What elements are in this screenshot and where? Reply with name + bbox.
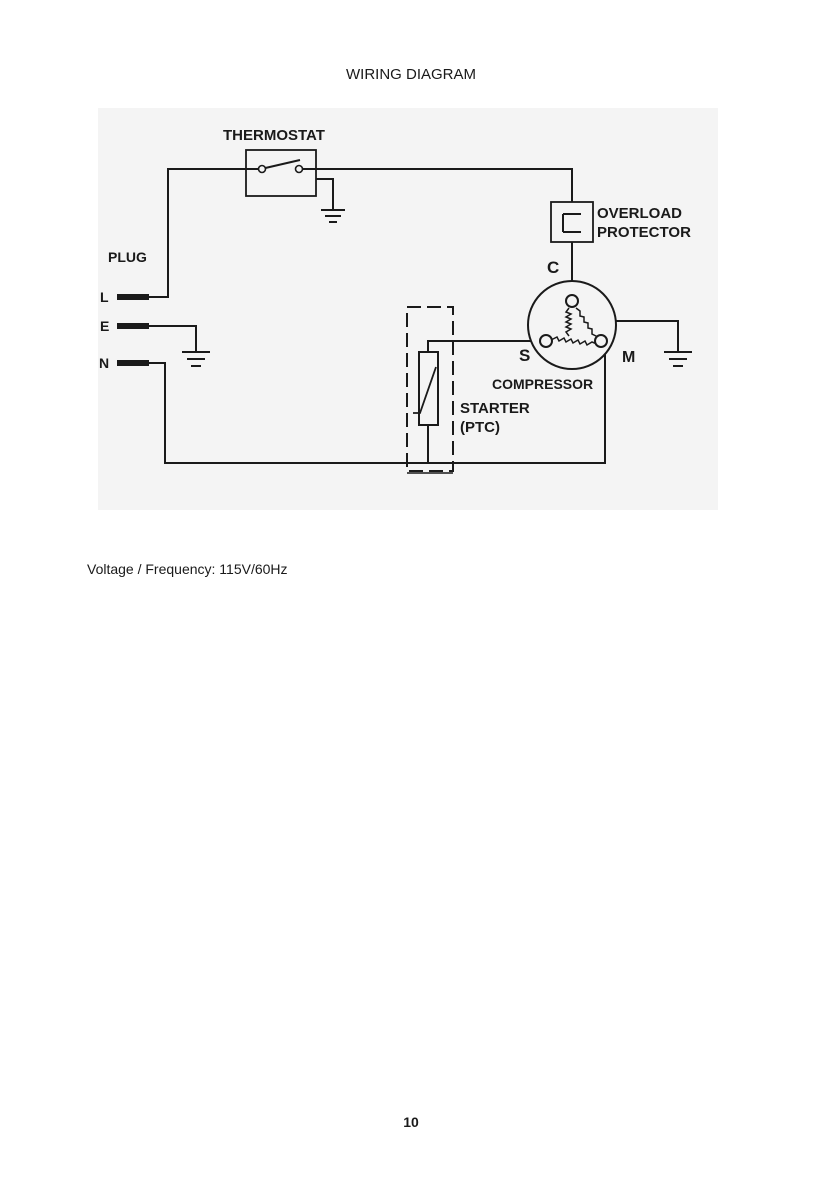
- thermostat-label: THERMOSTAT: [223, 127, 325, 144]
- live-label: L: [100, 289, 109, 305]
- common-terminal-label: C: [547, 258, 559, 277]
- starter-label-line1: STARTER: [460, 400, 530, 417]
- voltage-frequency-text: Voltage / Frequency: 115V/60Hz: [87, 561, 288, 577]
- earth-label: E: [100, 318, 109, 334]
- plug-pin-neutral: [117, 360, 149, 366]
- neutral-label: N: [99, 355, 109, 371]
- main-terminal-label: M: [622, 349, 635, 366]
- overload-label-line1: OVERLOAD: [597, 205, 682, 222]
- terminal-main: [595, 335, 607, 347]
- plug-label: PLUG: [108, 249, 147, 265]
- starter-label-line2: (PTC): [460, 419, 500, 436]
- overload-label-line2: PROTECTOR: [597, 224, 691, 241]
- compressor-symbol: [528, 281, 616, 369]
- plug-pin-live: [117, 294, 149, 300]
- start-terminal-label: S: [519, 346, 530, 365]
- plug-pin-earth: [117, 323, 149, 329]
- terminal-common: [566, 295, 578, 307]
- terminal-start: [540, 335, 552, 347]
- compressor-label: COMPRESSOR: [492, 376, 593, 392]
- page-number: 10: [0, 1114, 822, 1130]
